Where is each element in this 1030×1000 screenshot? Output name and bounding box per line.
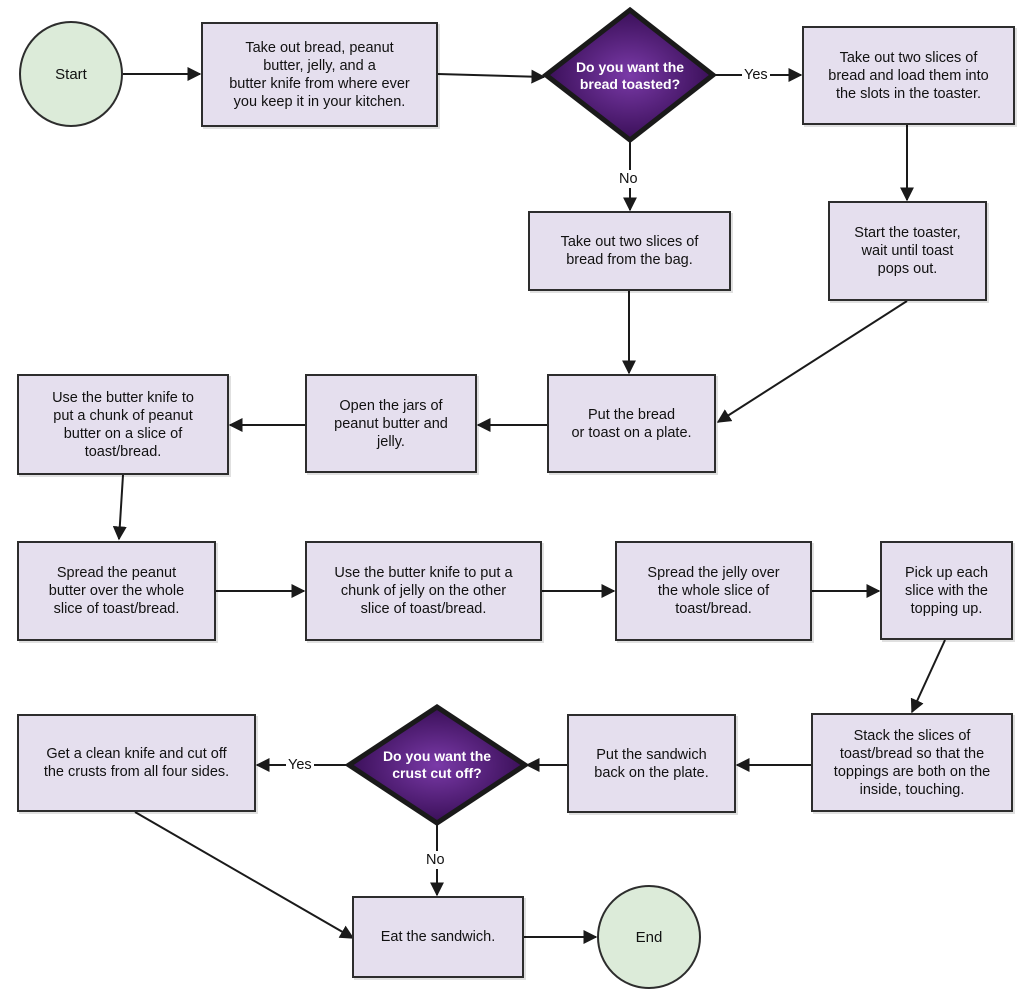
- step-pick-up-slices: Pick up each slice with the topping up.: [880, 541, 1013, 640]
- end-terminal: End: [597, 885, 701, 989]
- connector-start-toaster-to-plate: [716, 300, 908, 423]
- step-eat: Eat the sandwich.: [352, 896, 524, 978]
- decision-crust-text: Do you want the crust cut off?: [382, 748, 492, 781]
- start-terminal: Start: [19, 21, 123, 127]
- connector-gather-to-toasted: [437, 69, 546, 84]
- branch-label-toasted-yes: Yes: [742, 66, 770, 84]
- step-knife-peanut-butter: Use the butter knife to put a chunk of p…: [17, 374, 229, 475]
- step-knife-jelly: Use the butter knife to put a chunk of j…: [305, 541, 542, 641]
- decision-diamond-crust: [344, 704, 530, 826]
- decision-diamond-toasted: [541, 6, 718, 144]
- step-take-bread: Take out two slices of bread from the ba…: [528, 211, 731, 291]
- step-back-on-plate: Put the sandwich back on the plate.: [567, 714, 736, 813]
- step-stack-slices: Stack the slices of toast/bread so that …: [811, 713, 1013, 812]
- branch-label-toasted-no: No: [617, 170, 640, 188]
- connector-knife-pb-to-spread-pb: [112, 474, 127, 541]
- branch-label-crust-no: No: [424, 851, 447, 869]
- step-gather-supplies: Take out bread, peanut butter, jelly, an…: [201, 22, 438, 127]
- step-cut-crusts: Get a clean knife and cut off the crusts…: [17, 714, 256, 812]
- step-put-on-plate: Put the bread or toast on a plate.: [547, 374, 716, 473]
- decision-toasted-text: Do you want the bread toasted?: [575, 59, 685, 92]
- step-load-toaster: Take out two slices of bread and load th…: [802, 26, 1015, 125]
- step-start-toaster: Start the toaster, wait until toast pops…: [828, 201, 987, 301]
- connector-cut-crusts-to-eat: [134, 811, 355, 939]
- step-spread-jelly: Spread the jelly over the whole slice of…: [615, 541, 812, 641]
- connector-pick-up-to-stack: [910, 639, 946, 714]
- step-open-jars: Open the jars of peanut butter and jelly…: [305, 374, 477, 473]
- branch-label-crust-yes: Yes: [286, 756, 314, 774]
- step-spread-peanut-butter: Spread the peanut butter over the whole …: [17, 541, 216, 641]
